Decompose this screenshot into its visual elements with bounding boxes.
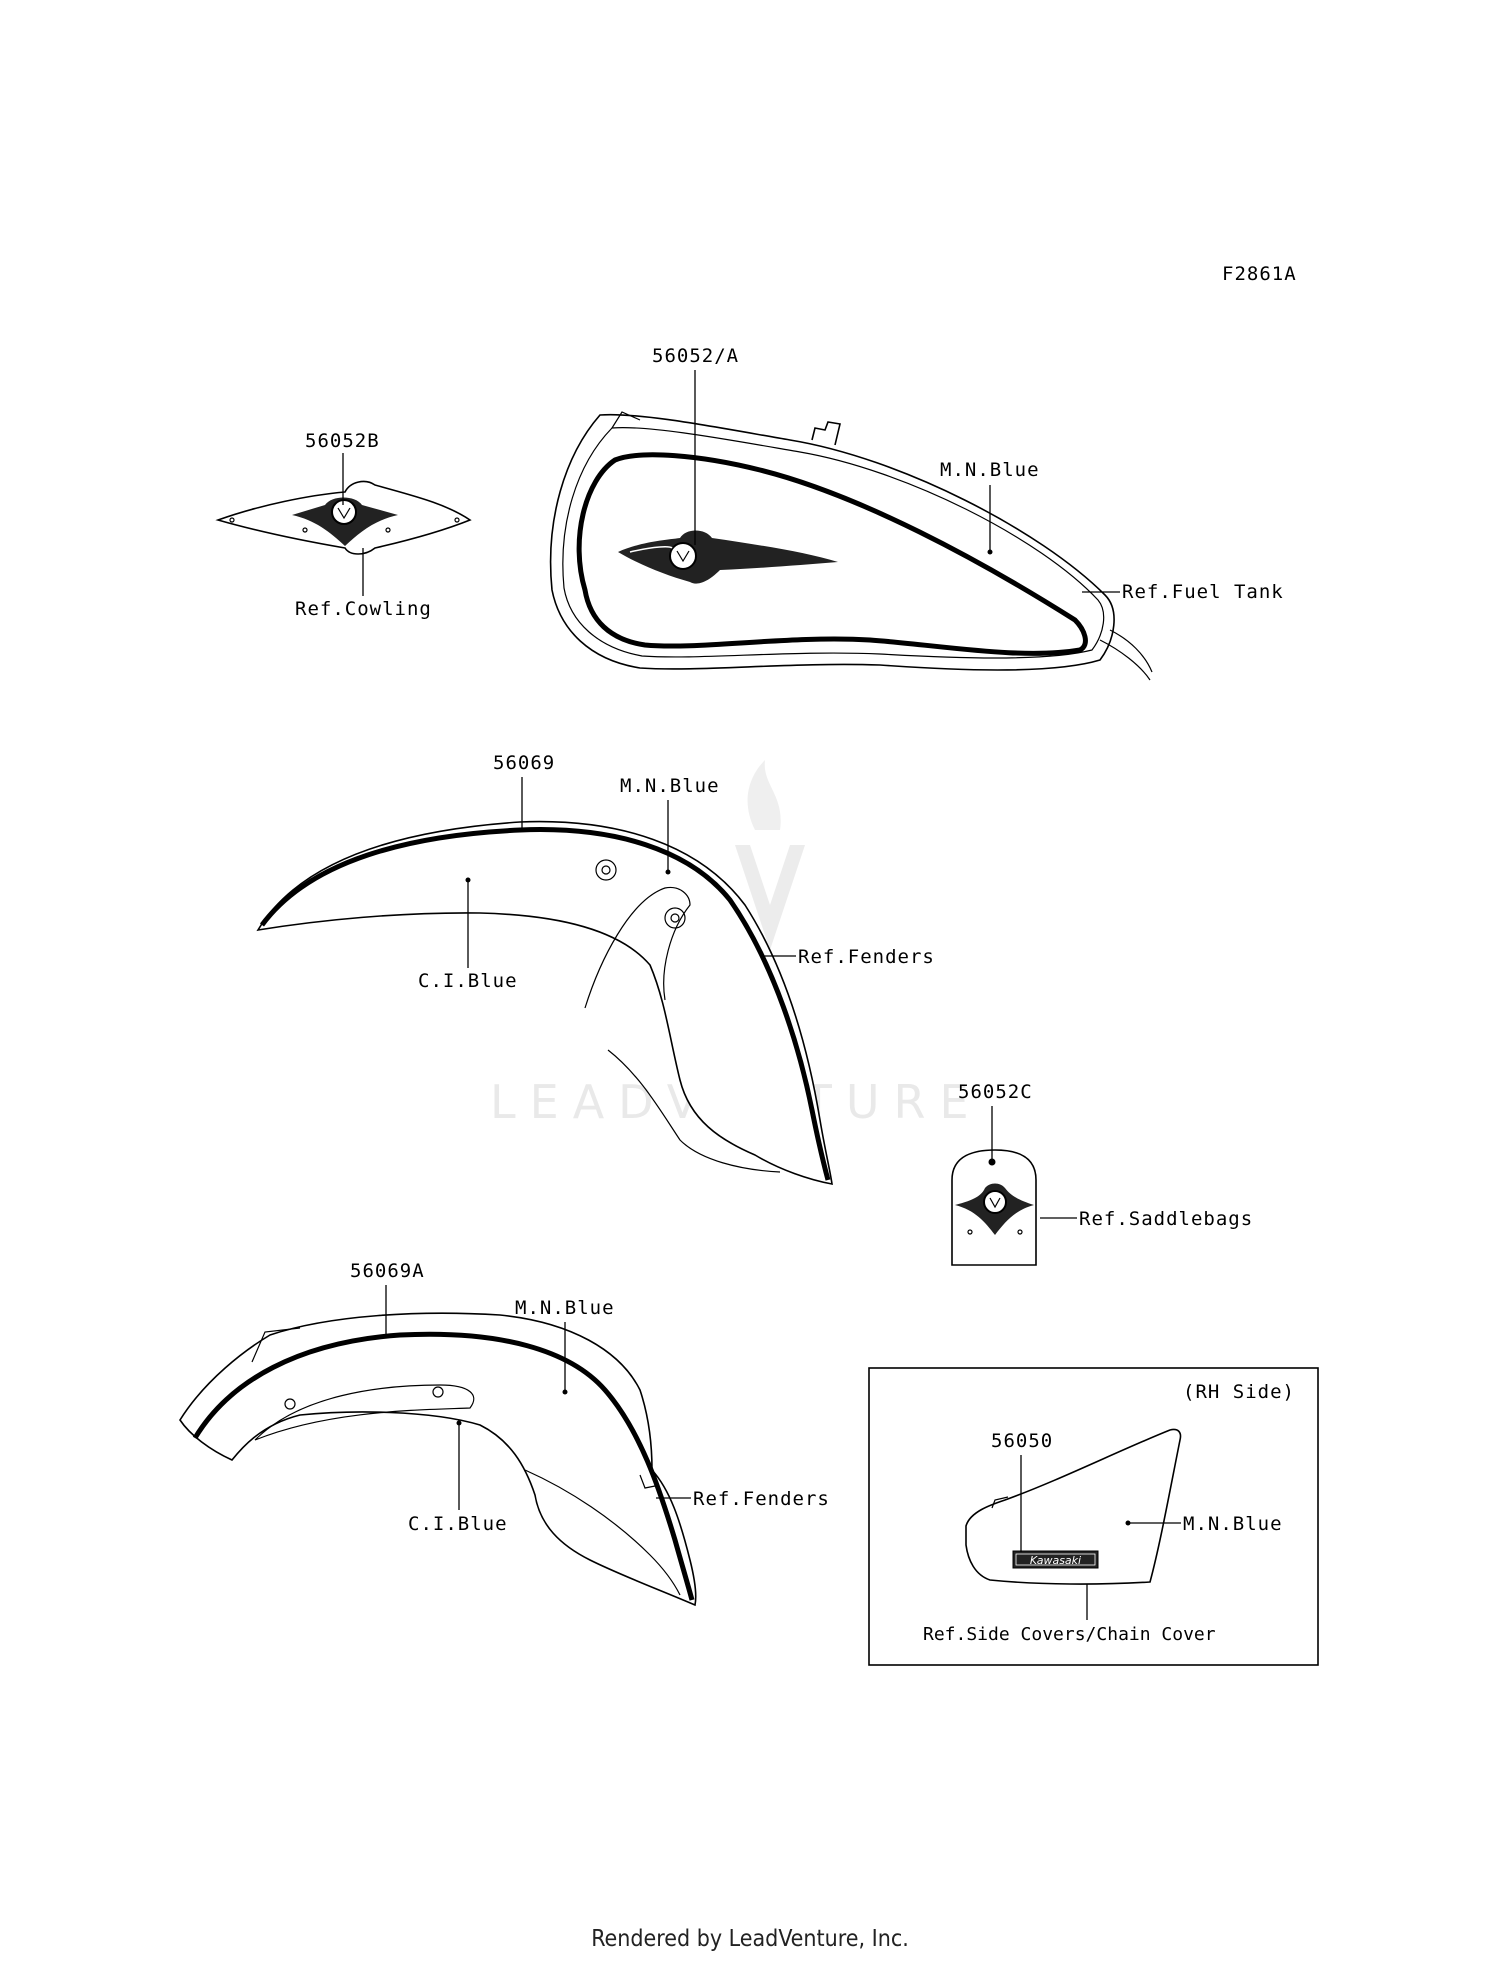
label-mn-blue-tank: M.N.Blue	[940, 459, 1040, 481]
label-56052b: 56052B	[305, 430, 380, 452]
dot-ci-blue-front	[465, 877, 471, 883]
kawasaki-badge-text: Kawasaki	[1030, 1554, 1081, 1567]
label-ref-fuel-tank: Ref.Fuel Tank	[1122, 581, 1284, 603]
saddlebag-part	[951, 1149, 1037, 1266]
label-ref-saddlebags: Ref.Saddlebags	[1079, 1208, 1253, 1230]
fuel-tank-part	[549, 411, 1153, 681]
dot-ci-blue-rear	[456, 1420, 462, 1426]
dot-mn-blue-side	[1125, 1520, 1131, 1526]
label-ref-side-covers: Ref.Side Covers/Chain Cover	[923, 1624, 1216, 1645]
footer-credit: Rendered by LeadVenture, Inc.	[591, 1926, 909, 1952]
cowling-emblem	[292, 497, 398, 546]
dot-mn-blue-front	[665, 869, 671, 875]
label-ci-blue-rear: C.I.Blue	[408, 1513, 508, 1535]
label-56069a: 56069A	[350, 1260, 425, 1282]
side-cover-part	[965, 1428, 1182, 1585]
label-ref-fenders-rear: Ref.Fenders	[693, 1488, 830, 1510]
label-mn-blue-side: M.N.Blue	[1183, 1513, 1283, 1535]
front-fender-part	[256, 820, 833, 1185]
dot-56052c	[988, 1158, 996, 1166]
tank-emblem	[618, 530, 838, 584]
label-56050: 56050	[991, 1430, 1053, 1452]
figure-code: F2861A	[1222, 263, 1297, 285]
label-56052c: 56052C	[958, 1081, 1033, 1103]
label-56069: 56069	[493, 752, 555, 774]
label-ref-cowling: Ref.Cowling	[295, 598, 432, 620]
dot-mn-blue-rear	[562, 1389, 568, 1395]
inset-rh-side: (RH Side) Kawasaki	[868, 1367, 1319, 1666]
cowling-part	[215, 480, 472, 555]
label-mn-blue-front: M.N.Blue	[620, 775, 720, 797]
inset-title: (RH Side)	[1183, 1381, 1295, 1403]
dot-mn-blue-tank	[987, 549, 993, 555]
label-ref-fenders-front: Ref.Fenders	[798, 946, 935, 968]
label-ci-blue-front: C.I.Blue	[418, 970, 518, 992]
rear-fender-part	[179, 1312, 697, 1607]
kawasaki-badge: Kawasaki	[1012, 1550, 1099, 1569]
inset-frame	[868, 1367, 1319, 1666]
label-mn-blue-rear: M.N.Blue	[515, 1297, 615, 1319]
saddlebag-emblem	[955, 1183, 1034, 1235]
label-56052a: 56052/A	[652, 345, 739, 367]
